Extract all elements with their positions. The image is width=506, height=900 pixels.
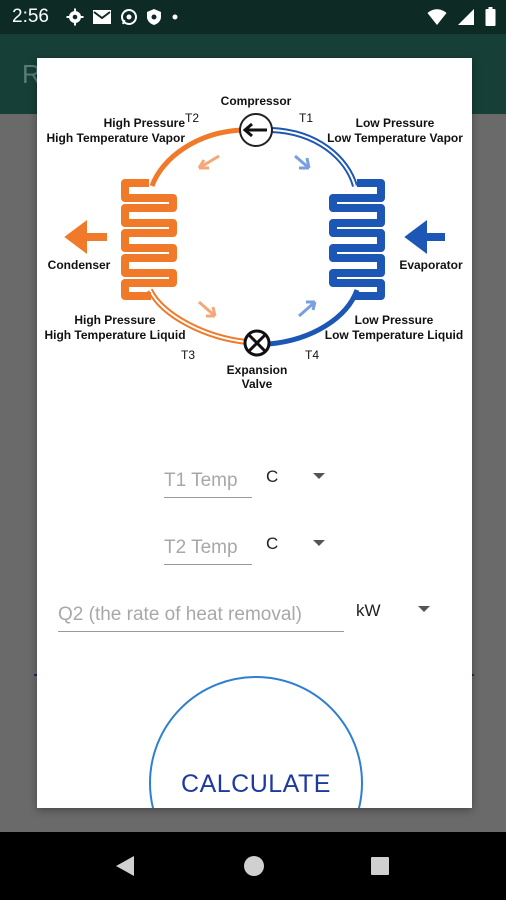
hot-vapor-pipe bbox=[149, 127, 243, 187]
chevron-down-icon[interactable] bbox=[418, 606, 430, 612]
valve-x-icon bbox=[247, 333, 267, 353]
hp-vapor-label: High Temperature Vapor bbox=[47, 131, 186, 145]
expansion-valve-label: Expansion bbox=[227, 363, 288, 377]
evaporator-coil bbox=[329, 179, 385, 300]
app-title: R bbox=[22, 59, 41, 89]
lp-liquid-label: Low Pressure bbox=[355, 313, 434, 327]
t2-unit-select[interactable]: C bbox=[266, 534, 279, 553]
calculate-label: CALCULATE bbox=[181, 770, 331, 798]
t1-label: T1 bbox=[299, 111, 313, 125]
status-time: 2:56 bbox=[12, 6, 49, 27]
dot-icon bbox=[172, 14, 178, 20]
back-icon[interactable] bbox=[114, 854, 136, 878]
flow-arrow-icon bbox=[198, 300, 217, 318]
status-left-icons bbox=[66, 8, 180, 26]
evaporator-heat-in-arrow-icon bbox=[404, 220, 445, 254]
expansion-valve-label: Valve bbox=[242, 377, 273, 391]
shield-icon bbox=[147, 9, 161, 25]
whatsapp-icon bbox=[121, 9, 137, 25]
flow-arrow-icon bbox=[298, 300, 317, 318]
navigation-bar bbox=[0, 832, 506, 900]
compressor-label: Compressor bbox=[221, 94, 292, 108]
t1-temp-input[interactable]: T1 Temp bbox=[164, 470, 252, 498]
gear-icon bbox=[66, 8, 84, 26]
gmail-icon bbox=[93, 10, 111, 24]
condenser-heat-out-arrow-icon bbox=[64, 220, 107, 254]
condenser-label: Condenser bbox=[48, 258, 111, 272]
hp-vapor-label: High Pressure bbox=[104, 116, 186, 130]
chevron-down-icon[interactable] bbox=[313, 540, 325, 546]
calculator-dialog: Compressor T2 T1 High Pressure High Temp… bbox=[37, 58, 472, 808]
t2-temp-input[interactable]: T2 Temp bbox=[164, 537, 252, 565]
wifi-icon bbox=[427, 8, 447, 25]
lp-vapor-label: Low Temperature Vapor bbox=[327, 131, 463, 145]
q2-unit-select[interactable]: kW bbox=[356, 601, 381, 620]
lp-liquid-label: Low Temperature Liquid bbox=[325, 328, 463, 342]
flow-arrow-icon bbox=[294, 154, 311, 170]
t2-label: T2 bbox=[185, 111, 199, 125]
flow-arrow-icon bbox=[197, 154, 220, 170]
recents-icon[interactable] bbox=[369, 854, 391, 878]
lp-vapor-label: Low Pressure bbox=[356, 116, 435, 130]
condenser-coil bbox=[121, 179, 177, 300]
signal-icon bbox=[458, 8, 474, 25]
t4-label: T4 bbox=[305, 348, 319, 362]
calculate-button[interactable]: CALCULATE bbox=[149, 676, 363, 808]
compressor-arrow-icon bbox=[242, 122, 267, 138]
chevron-down-icon[interactable] bbox=[313, 473, 325, 479]
status-bar: 2:56 bbox=[0, 0, 506, 34]
refrigeration-cycle-diagram: Compressor T2 T1 High Pressure High Temp… bbox=[44, 94, 463, 391]
battery-icon bbox=[485, 7, 496, 26]
t3-label: T3 bbox=[181, 348, 195, 362]
evaporator-label: Evaporator bbox=[399, 258, 463, 272]
q2-heat-removal-input[interactable]: Q2 (the rate of heat removal) bbox=[58, 604, 344, 632]
hp-liquid-label: High Temperature Liquid bbox=[44, 328, 185, 342]
t1-unit-select[interactable]: C bbox=[266, 467, 279, 486]
home-icon[interactable] bbox=[243, 854, 265, 878]
hp-liquid-label: High Pressure bbox=[74, 313, 156, 327]
cold-liquid-pipe bbox=[268, 289, 360, 347]
status-right-icons bbox=[427, 7, 496, 26]
